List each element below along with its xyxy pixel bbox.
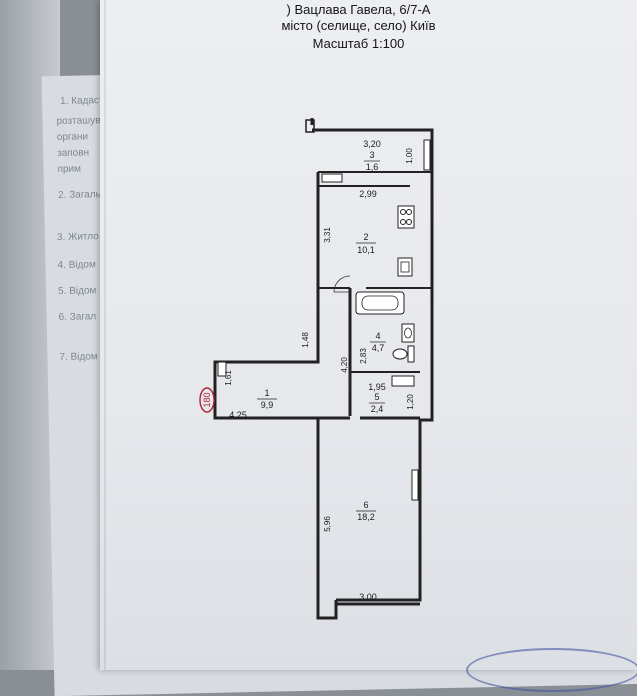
- dimension-label: 5,96: [323, 516, 332, 532]
- room-number: 6: [363, 500, 368, 510]
- fixture-icon: [391, 375, 415, 387]
- room-area: 18,2: [357, 512, 375, 522]
- door-swings: [333, 275, 351, 390]
- sheet-fold: [104, 0, 106, 670]
- floor-plan: 3,20 3 1,6 2,99 2 10,1 4 4,7 1,95 5 2,4 …: [199, 118, 434, 620]
- scale-label: Масштаб 1:100: [312, 36, 405, 51]
- dimension-label: 1,95: [368, 382, 386, 392]
- sink-icon: [397, 257, 413, 277]
- dimension-label: 2,99: [359, 189, 377, 199]
- dimension-label: 3,31: [323, 227, 332, 243]
- dimension-label: 1,48: [301, 332, 310, 348]
- stove-icon: [397, 205, 415, 229]
- room-number: 2: [363, 232, 368, 242]
- window: [217, 361, 227, 377]
- dimension-label: 4,25: [229, 410, 247, 420]
- room-area: 2,4: [371, 404, 384, 414]
- dimension-label: 1,61: [224, 370, 233, 386]
- room-number: 4: [375, 331, 380, 341]
- entrance-marker: 180: [199, 387, 215, 413]
- vent: [321, 173, 343, 183]
- floor-plan-sheet: [100, 0, 637, 670]
- dimension-label: 3,00: [359, 592, 377, 602]
- room-number: 3: [369, 150, 374, 160]
- address-line: ) Вацлава Гавела, 6/7-А: [286, 2, 431, 17]
- room-area: 1,6: [366, 162, 379, 172]
- room-number: 1: [264, 388, 269, 398]
- dimension-label: 1,00: [405, 148, 414, 164]
- dimension-label: 4,20: [340, 357, 349, 373]
- dimension-label: 3,20: [363, 139, 381, 149]
- marker-text: 180: [202, 392, 212, 407]
- washbasin-icon: [401, 323, 415, 343]
- room-number: 5: [374, 392, 379, 402]
- wall-stub: [305, 119, 315, 133]
- dimension-label: 2,83: [359, 348, 368, 364]
- city-line: місто (селище, село) Київ: [281, 18, 436, 33]
- bathtub-icon: [355, 291, 405, 315]
- room-area: 4,7: [372, 343, 385, 353]
- room-area: 10,1: [357, 245, 375, 255]
- toilet-icon: [392, 345, 415, 363]
- walls: [213, 118, 434, 620]
- room-area: 9,9: [261, 400, 274, 410]
- window: [423, 139, 431, 171]
- window: [411, 469, 419, 501]
- dimension-label: 1,20: [406, 394, 415, 410]
- stamp-seal: [466, 648, 637, 692]
